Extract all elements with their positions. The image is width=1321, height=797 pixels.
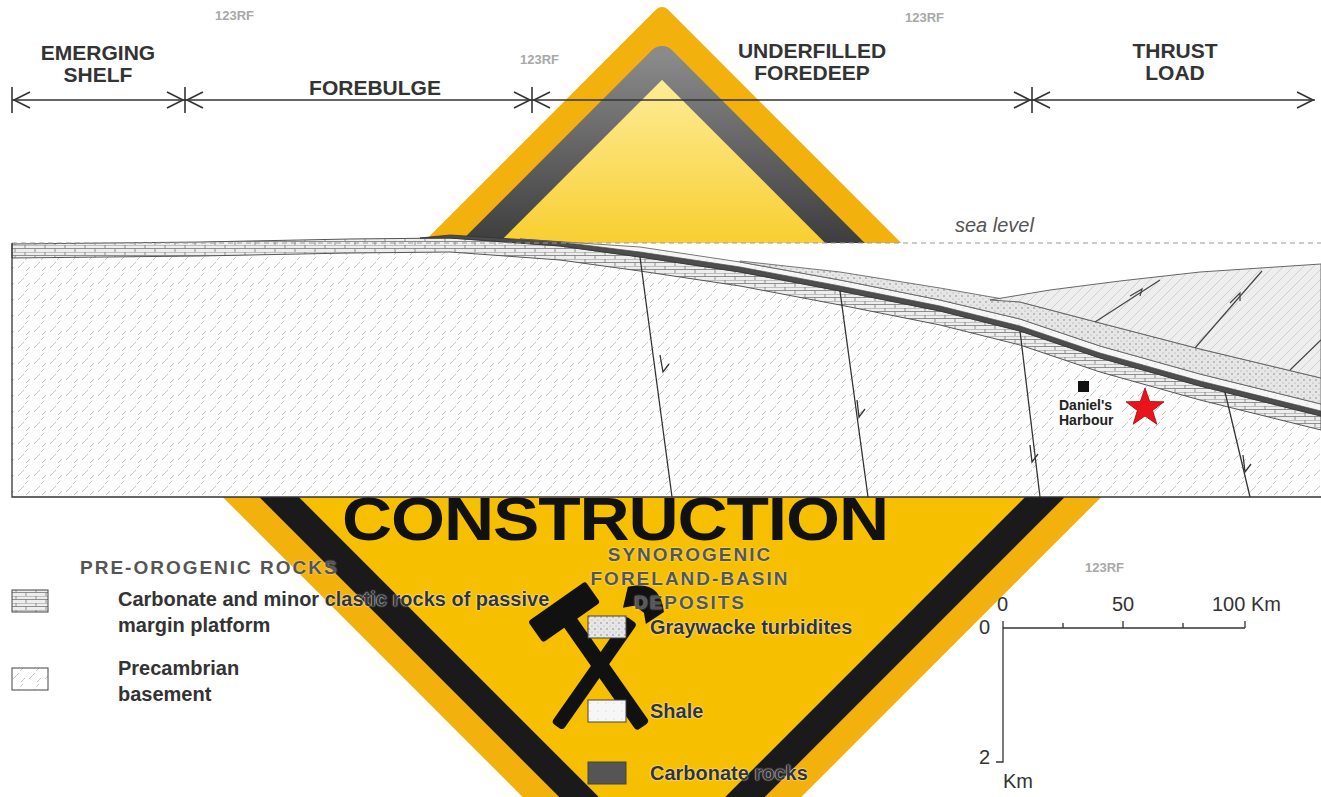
legend-text: Shale <box>650 698 850 724</box>
place-label: Daniel's Harbour <box>1058 398 1122 429</box>
watermark: 123RF <box>1085 560 1124 575</box>
legend-swatch <box>11 589 49 613</box>
scale-number: 50 <box>1112 593 1134 616</box>
legend-swatch <box>587 761 627 785</box>
legend-text: Carbonate rocks <box>650 760 870 786</box>
zone-label: EMERGING SHELF <box>13 42 183 86</box>
legend-heading: PRE-OROGENIC ROCKS <box>80 556 339 580</box>
legend-text: Precambrian basement <box>118 655 318 707</box>
legend-swatch <box>587 699 627 723</box>
zone-label: UNDERFILLED FOREDEEP <box>702 40 922 84</box>
legend-swatch <box>11 667 49 691</box>
scale-number: 2 <box>979 746 990 769</box>
platform-carbonate <box>12 238 1321 430</box>
watermark: 123RF <box>215 8 254 23</box>
zone-label: THRUST LOAD <box>1100 40 1250 84</box>
sea-level-line <box>12 242 1321 243</box>
location-marker <box>1078 381 1089 392</box>
shale-layer <box>520 239 1321 411</box>
legend-swatch <box>587 615 627 639</box>
scale-bar <box>996 621 1245 762</box>
scale-number: 0 <box>979 616 990 639</box>
watermark: 123RF <box>520 52 559 67</box>
scale-number: 100 Km <box>1212 593 1281 616</box>
graywacke-layer <box>740 261 1321 404</box>
scale-number: Km <box>1003 770 1033 793</box>
red-star <box>1126 388 1164 424</box>
carbonate-layer <box>420 235 1321 416</box>
watermark-text: CONSTRUCTION <box>279 488 951 550</box>
thrust-load <box>990 264 1321 378</box>
legend-heading: SYNOROGENIC FORELAND-BASIN DEPOSITS <box>570 543 810 615</box>
zone-label: FOREBULGE <box>285 77 465 99</box>
normal-faults <box>640 257 1251 497</box>
thrust-faults <box>1095 271 1321 370</box>
section-frame <box>12 243 1321 497</box>
watermark: 123RF <box>905 10 944 25</box>
scale-number: 0 <box>997 593 1008 616</box>
sea-level-label: sea level <box>955 214 1034 237</box>
legend-text: Graywacke turbidites <box>650 614 910 640</box>
legend-text: Carbonate and minor clastic rocks of pas… <box>118 586 598 638</box>
zone-arrows <box>12 87 1315 113</box>
